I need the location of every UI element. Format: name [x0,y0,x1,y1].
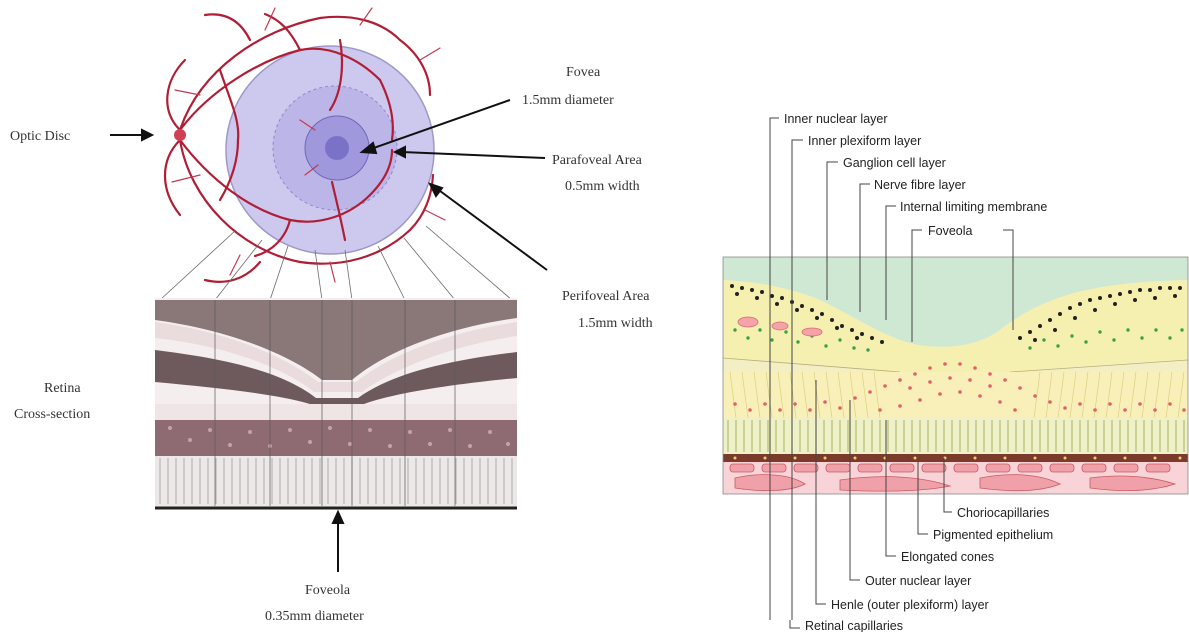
fovea-label-title: Fovea [566,65,601,80]
retina-label-title: Retina [44,381,81,396]
label-choriocapillaries: Choriocapillaries [957,506,1049,520]
label-internal-limiting-membrane: Internal limiting membrane [900,200,1047,214]
label-inner-plexiform-layer: Inner plexiform layer [808,134,921,148]
perifoveal-label-title: Perifoveal Area [562,289,650,304]
fundus-view [165,8,445,282]
foveola-label-title: Foveola [305,583,351,598]
fovea-label-size: 1.5mm diameter [522,93,614,108]
retina-cross-section [155,298,517,508]
label-outer-nuclear-layer: Outer nuclear layer [865,574,971,588]
label-elongated-cones: Elongated cones [901,550,994,564]
label-nerve-fibre-layer: Nerve fibre layer [874,178,966,192]
label-foveola: Foveola [928,224,973,238]
outer-nuclear-band [155,420,517,456]
optic-disc-label: Optic Disc [10,129,70,144]
label-ganglion-cell-layer: Ganglion cell layer [843,156,946,170]
perifoveal-label-width: 1.5mm width [578,316,653,331]
foveola-label-size: 0.35mm diameter [265,609,364,624]
label-pigmented-epithelium: Pigmented epithelium [933,528,1053,542]
foveola-center [325,136,349,160]
retina-label-sub: Cross-section [14,407,90,422]
label-henle-layer: Henle (outer plexiform) layer [831,598,989,612]
pigmented-epithelium-band [723,454,1188,462]
label-retinal-capillaries: Retinal capillaries [805,619,903,632]
label-inner-nuclear-layer: Inner nuclear layer [784,112,888,126]
parafoveal-label-width: 0.5mm width [565,179,640,194]
parafoveal-label-title: Parafoveal Area [552,153,643,168]
optic-disc-spot [174,129,186,141]
fovea-cross-section [723,257,1188,494]
